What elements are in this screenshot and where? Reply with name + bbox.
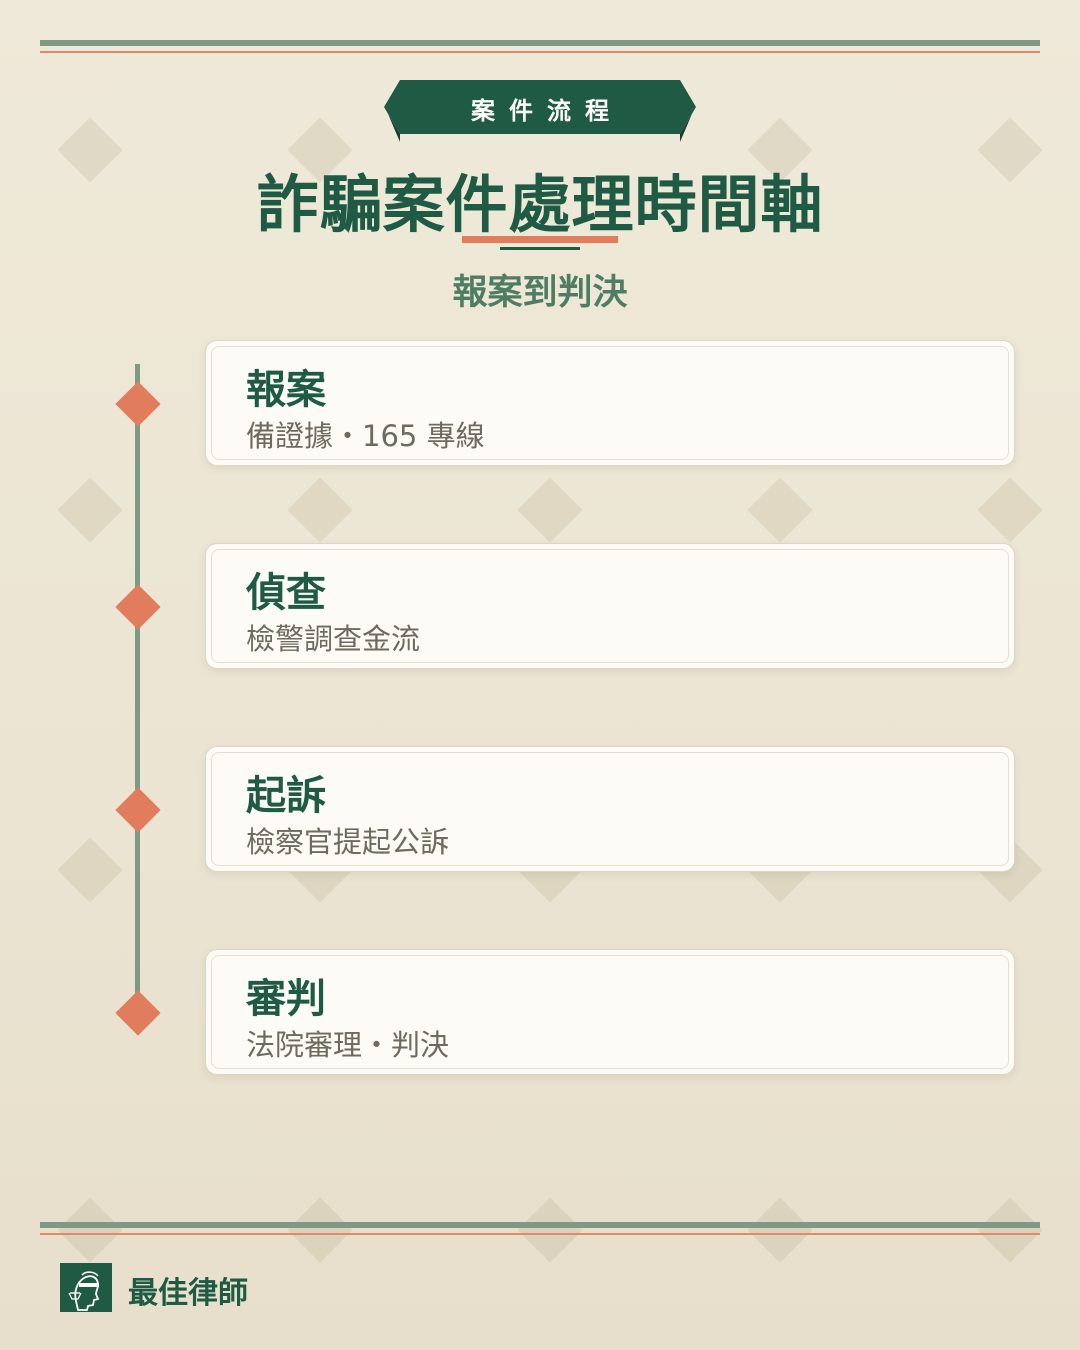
- top-divider-thick: [40, 40, 1040, 46]
- page-subtitle: 報案到判決: [452, 273, 628, 313]
- card-inner-border: [211, 549, 1009, 663]
- bottom-divider-thick: [40, 1222, 1040, 1228]
- step-description: 備證據・165 專線: [246, 419, 485, 453]
- step-title: 報案: [246, 367, 326, 413]
- brand-name: 最佳律師: [128, 1276, 248, 1311]
- ribbon-shape: [384, 80, 696, 142]
- page-title: 詐騙案件處理時間軸: [256, 168, 824, 241]
- step-title: 審判: [246, 976, 326, 1022]
- card-inner-border: [211, 346, 1009, 460]
- step-description: 檢察官提起公訴: [246, 825, 450, 859]
- step-title: 起訴: [246, 773, 326, 819]
- top-divider-thin: [40, 51, 1040, 53]
- timeline-marker-2: [115, 584, 161, 630]
- lady-justice-icon: [60, 1263, 112, 1312]
- bottom-divider-thin: [40, 1233, 1040, 1235]
- timeline-marker-4: [115, 990, 161, 1036]
- timeline-card-1: 報案 備證據・165 專線: [205, 340, 1015, 466]
- ribbon-label: 案件流程: [471, 97, 623, 125]
- timeline-marker-1: [115, 381, 161, 427]
- card-inner-border: [211, 955, 1009, 1069]
- timeline-card-4: 審判 法院審理・判決: [205, 949, 1015, 1075]
- timeline-marker-3: [115, 787, 161, 833]
- timeline-card-2: 偵查 檢警調查金流: [205, 543, 1015, 669]
- card-inner-border: [211, 752, 1009, 866]
- category-ribbon: 案件流程: [384, 80, 696, 142]
- step-description: 法院審理・判決: [246, 1028, 450, 1062]
- title-underline-accent: [462, 236, 618, 243]
- title-underline-dark: [500, 247, 580, 250]
- step-description: 檢警調查金流: [246, 622, 421, 656]
- timeline-card-3: 起訴 檢察官提起公訴: [205, 746, 1015, 872]
- step-title: 偵查: [246, 570, 326, 616]
- timeline-line: [135, 364, 140, 1030]
